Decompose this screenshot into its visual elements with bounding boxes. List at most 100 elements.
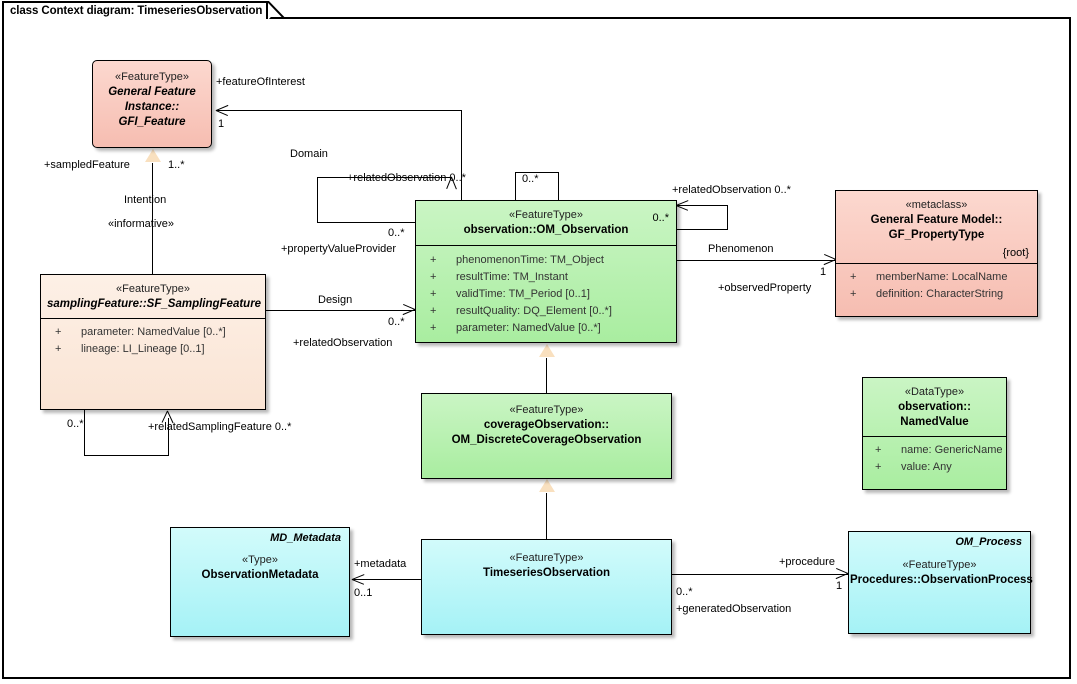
edge-sampled-feature-v [152,163,153,274]
edge-property-value-provider-v [317,177,318,223]
label-sampled-feature: +sampledFeature [44,159,130,171]
namedvalue-stereotype: «DataType» [904,386,965,398]
label-feature-of-interest: +featureOfInterest [216,76,305,88]
timeseriesobservation-name: TimeseriesObservation [483,567,610,579]
gf-propertytype-stereotype: «metaclass» [905,199,968,211]
label-pvp-multiplicity: 0..* [388,227,405,239]
gf-propertytype-name-2: GF_PropertyType [888,229,985,241]
edge-related-sampling-h [84,455,169,456]
edge-self-loop-right-top-h [676,205,728,206]
class-observationmetadata[interactable]: MD_Metadata «Type» ObservationMetadata [170,527,350,637]
class-observationprocess[interactable]: OM_Process «FeatureType» Procedures::Obs… [848,531,1033,634]
edge-phenomenon-h [676,260,836,261]
label-procedure-multiplicity: 1 [836,580,843,592]
gf-propertytype-constraint: {root} [1002,247,1029,259]
sf-samplingfeature-stereotype: «FeatureType» [116,283,190,295]
sf-samplingfeature-name: samplingFeature::SF_SamplingFeature [47,298,262,310]
label-related-observation-top: +relatedObservation 0..* [347,172,466,184]
om-observation-corner-multiplicity: 0..* [652,212,669,224]
edge-self-loop-right-side-v [727,205,728,230]
diagram-title-tab: class Context diagram: TimeseriesObserva… [2,1,269,19]
label-intention: Intention [124,194,167,206]
class-sf-samplingfeature[interactable]: «FeatureType» samplingFeature::SF_Sampli… [40,274,266,410]
edge-feature-of-interest-v [461,110,462,205]
om-attr-parameter: + parameter: NamedValue [0..*] [430,322,601,334]
edge-related-sampling-left-v [84,410,85,455]
label-generated-observation: +generatedObservation [676,603,792,615]
om-attr-resulttime: + resultTime: TM_Instant [430,271,568,283]
label-foi-multiplicity: 1 [218,118,225,130]
label-metadata-multiplicity: 0..1 [354,587,373,599]
label-property-value-provider: +propertyValueProvider [281,243,397,255]
class-om-discretecoverageobservation[interactable]: «FeatureType» coverageObservation:: OM_D… [421,393,672,479]
namedvalue-name-1: observation:: [898,401,971,413]
generalization-arrow-sampled-feature [145,149,161,162]
label-informative: «informative» [108,218,175,230]
generalization-arrow-timeseries [539,479,555,492]
coverage-observation-stereotype: «FeatureType» [509,404,584,416]
class-timeseriesobservation[interactable]: «FeatureType» TimeseriesObservation [421,539,672,635]
diagram-title: class Context diagram: TimeseriesObserva… [10,5,263,17]
edge-design-h [266,310,415,311]
timeseriesobservation-stereotype: «FeatureType» [509,552,584,564]
gfi-feature-name-1: General Feature [108,86,196,98]
edge-self-loop-left-v [515,172,516,202]
class-gf-propertytype[interactable]: «metaclass» General Feature Model:: GF_P… [835,190,1038,317]
title-tab-fold-icon [268,1,287,20]
namedvalue-name-2: NamedValue [900,416,969,428]
observationprocess-stereotype: «FeatureType» [902,559,977,571]
label-metadata: +metadata [354,558,407,570]
edge-gen-coverage-v [546,358,547,393]
observationmetadata-toplabel: MD_Metadata [270,532,341,544]
coverage-observation-name-1: coverageObservation:: [483,419,610,431]
edge-feature-of-interest-h [216,110,462,111]
namedvalue-attr-value: + value: Any [875,461,952,473]
generalization-arrow-coverage-observation [539,344,555,357]
edge-related-sampling-right-v [168,418,169,456]
edge-gen-timeseries-v [546,493,547,539]
class-namedvalue[interactable]: «DataType» observation:: NamedValue + na… [862,377,1007,490]
gf-attr-membername: + memberName: LocalName [850,271,1008,283]
label-observed-property: +observedProperty [718,282,812,294]
label-phenomenon: Phenomenon [708,243,774,255]
edge-procedure-h [672,574,848,575]
class-gfi-feature[interactable]: «FeatureType» General Feature Instance::… [92,60,212,148]
om-observation-name: observation::OM_Observation [463,224,629,236]
label-related-observation-right: +relatedObservation 0..* [672,184,791,196]
label-sampled-feature-multiplicity: 1..* [168,159,185,171]
label-related-sampling-multiplicity: 0..* [67,418,84,430]
gfi-feature-name-3: GFI_Feature [118,116,186,128]
sf-attr-parameter: + parameter: NamedValue [0..*] [55,326,226,338]
edge-metadata-h [352,579,422,580]
coverage-observation-name-2: OM_DiscreteCoverageObservation [451,434,642,446]
gf-propertytype-name-1: General Feature Model:: [870,214,1003,226]
edge-related-observation-top-h [317,177,452,178]
observationprocess-toplabel: OM_Process [955,536,1022,548]
observationmetadata-name: ObservationMetadata [201,569,319,581]
om-observation-stereotype: «FeatureType» [509,209,583,221]
sf-attr-lineage: + lineage: LI_Lineage [0..1] [55,343,205,355]
label-related-sampling-feature: +relatedSamplingFeature 0..* [148,421,292,433]
label-design: Design [318,294,353,306]
gfi-feature-name-2: Instance:: [124,101,180,113]
gf-attr-definition: + definition: CharacterString [850,288,1004,300]
label-self-multiplicity-top: 0..* [522,173,539,185]
label-procedure: +procedure [779,556,835,568]
observationprocess-name: Procedures::ObservationProcess [850,574,1033,586]
om-attr-phenomenontime: + phenomenonTime: TM_Object [430,254,604,266]
edge-self-loop-right-bot-h [676,229,728,230]
om-attr-validtime: + validTime: TM_Period [0..1] [430,288,590,300]
class-om-observation[interactable]: «FeatureType» observation::OM_Observatio… [415,200,677,343]
observationmetadata-stereotype: «Type» [241,554,279,566]
label-observed-property-multiplicity: 1 [820,266,827,278]
label-related-observation-design: +relatedObservation [293,337,393,349]
edge-self-loop-right-v [558,172,559,202]
edge-property-value-provider-h [317,222,415,223]
label-domain: Domain [290,148,328,160]
edge-self-loop-top-h [515,172,559,173]
label-generated-observation-multiplicity: 0..* [676,586,693,598]
label-design-multiplicity: 0..* [388,316,405,328]
om-attr-resultquality: + resultQuality: DQ_Element [0..*] [430,305,612,317]
gfi-feature-stereotype: «FeatureType» [115,71,189,83]
